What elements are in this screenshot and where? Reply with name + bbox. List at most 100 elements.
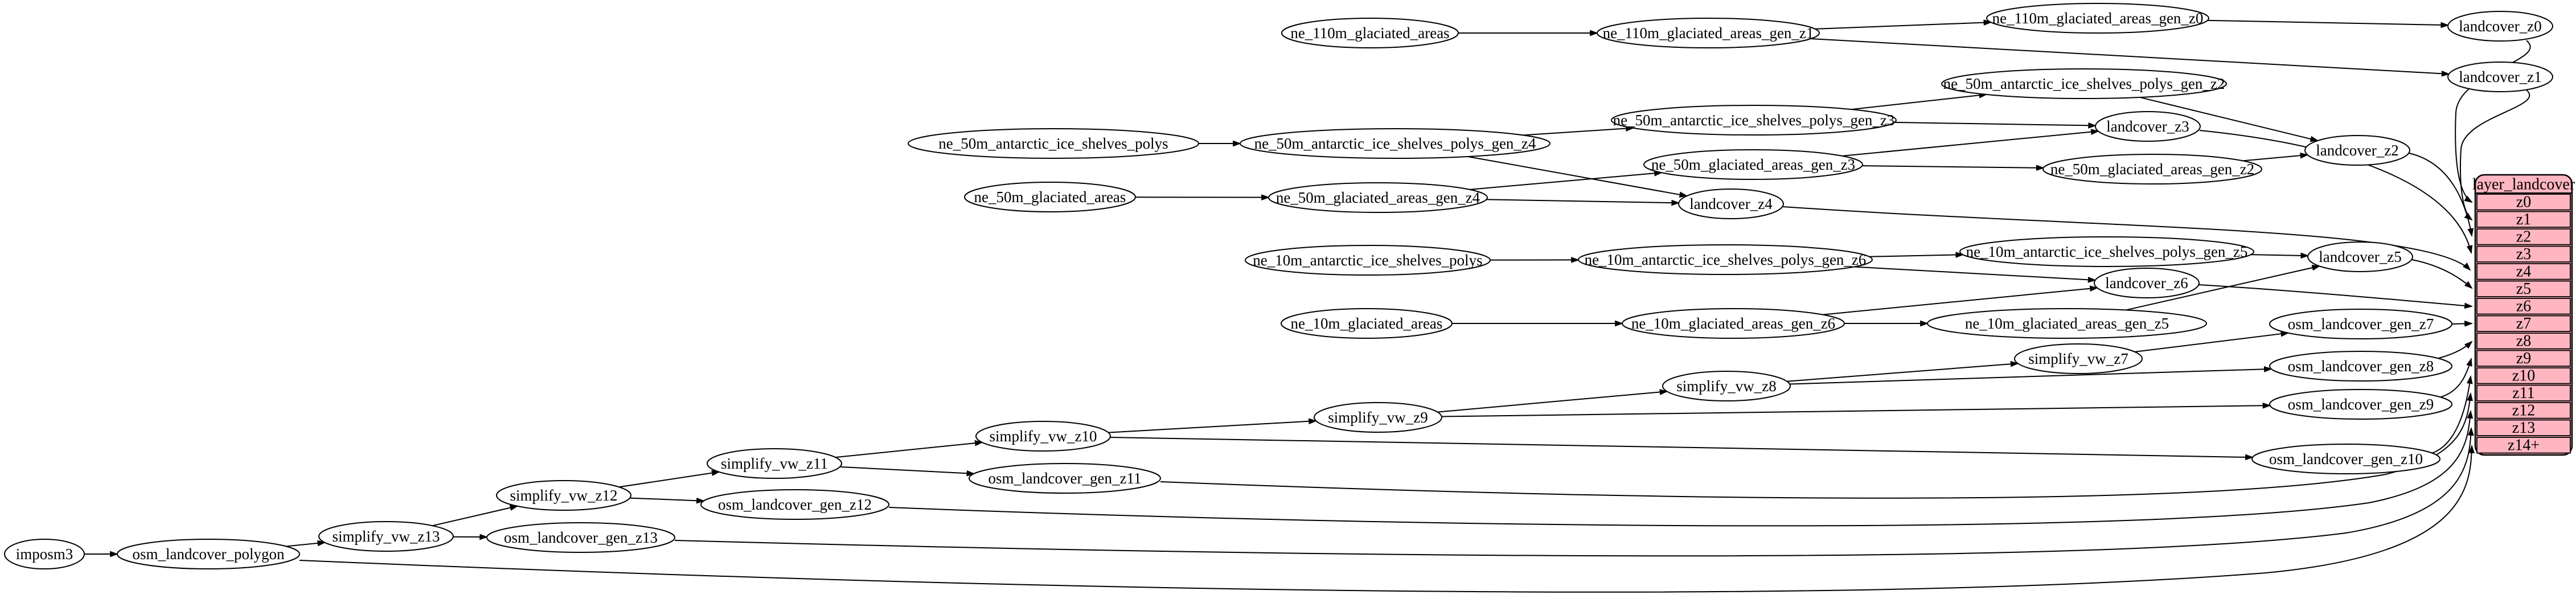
table-cell-z9: z9 [2476,350,2571,367]
node-label: osm_landcover_gen_z9 [2288,396,2434,413]
node-label: simplify_vw_z11 [721,455,828,472]
node-label: simplify_vw_z7 [2028,350,2128,367]
node-label: ne_10m_antarctic_ice_shelves_polys_gen_z… [1585,251,1867,268]
node-ne_50m_glaciated_areas: ne_50m_glaciated_areas [964,182,1136,212]
edge-ne_110m_glaciated_areas_gen_z1-to-landcover_z1 [1811,38,2450,77]
edge-simplify_vw_z10-to-simplify_vw_z9 [1108,418,1318,433]
node-ellipse [1678,188,1784,219]
edge-landcover_z2-to-row-z2 [2409,153,2474,237]
node-label: ne_110m_glaciated_areas_gen_z1 [1603,24,1814,42]
node-ne_50m_antarctic_ice_shelves_polys_gen_z3: ne_50m_antarctic_ice_shelves_polys_gen_z… [1611,105,1897,136]
node-simplify_vw_z11: simplify_vw_z11 [707,448,842,479]
table-cell-label: z12 [2512,401,2535,419]
edge-simplify_vw_z9-to-osm_landcover_gen_z9 [1441,402,2271,417]
node-ne_110m_glaciated_areas: ne_110m_glaciated_areas [1281,18,1459,48]
edge-osm_landcover_gen_z9-to-row-z9 [2440,357,2472,397]
edge-osm_landcover_gen_z13-to-row-z13 [674,427,2474,557]
table-cell-label: z11 [2512,384,2534,402]
node-label: ne_10m_glaciated_areas_gen_z5 [1965,315,2169,332]
node-ellipse [2447,11,2553,42]
node-ellipse [1622,308,1845,339]
table-cell-box [2476,263,2571,280]
table-title: layer_landcover [2472,176,2575,194]
node-ne_110m_glaciated_areas_gen_z1: ne_110m_glaciated_areas_gen_z1 [1597,18,1820,48]
node-ellipse [1578,244,1873,275]
node-ellipse [707,448,842,479]
node-ne_50m_glaciated_areas_gen_z3: ne_50m_glaciated_areas_gen_z3 [1643,149,1863,180]
edge-osm_landcover_gen_z7-to-row-z7 [2451,321,2474,327]
node-label: ne_50m_glaciated_areas_gen_z2 [2050,161,2254,178]
edge-landcover_z3-to-row-z3 [2199,130,2473,255]
node-ne_110m_glaciated_areas_gen_z0: ne_110m_glaciated_areas_gen_z0 [1986,3,2209,34]
edge-osm_landcover_polygon-to-row-z14+ [299,444,2475,593]
node-ellipse [908,128,1199,159]
node-osm_landcover_gen_z12: osm_landcover_gen_z12 [700,489,889,520]
table-cell-z4: z4 [2476,263,2571,280]
edge-simplify_vw_z13-to-simplify_vw_z12 [432,505,519,527]
node-ellipse [1281,308,1453,339]
node-ne_50m_glaciated_areas_gen_z4: ne_50m_glaciated_areas_gen_z4 [1268,182,1488,213]
edges-layer [84,19,2531,593]
edge-ne_50m_glaciated_areas_gen_z4-to-ne_50m_glaciated_areas_gen_z3 [1469,170,1663,190]
table-cell-box [2476,315,2571,333]
table-cell-label: z10 [2512,367,2535,384]
node-landcover_z6: landcover_z6 [2094,268,2200,298]
edge-simplify_vw_z11-to-simplify_vw_z10 [835,440,983,458]
table-cell-box [2476,245,2571,263]
node-ellipse [1643,149,1863,180]
table-cell-box [2476,419,2571,437]
edge-osm_landcover_gen_z11-to-row-z11 [1160,392,2473,499]
node-ellipse [2042,154,2262,184]
edge-ne_50m_antarctic_ice_shelves_polys_gen_z4-to-ne_50m_antarctic_ice_shelves_polys_gen_z3 [1523,125,1635,136]
node-ne_10m_antarctic_ice_shelves_polys_gen_z6: ne_10m_antarctic_ice_shelves_polys_gen_z… [1578,244,1873,275]
table-cell-box [2476,298,2571,315]
table-cell-box [2476,194,2571,211]
node-ellipse [964,182,1136,212]
node-landcover_z3: landcover_z3 [2095,111,2201,142]
node-ellipse [1245,245,1491,276]
node-ellipse [2447,61,2553,92]
node-simplify_vw_z10: simplify_vw_z10 [975,421,1111,452]
node-ne_50m_antarctic_ice_shelves_polys: ne_50m_antarctic_ice_shelves_polys [908,128,1199,159]
table-cell-z14+: z14+ [2476,436,2571,454]
edge-osm_landcover_polygon-to-simplify_vw_z13 [286,540,326,547]
node-label: osm_landcover_gen_z8 [2288,358,2434,375]
table-cell-label: z3 [2516,245,2531,263]
table-cell-z13: z13 [2476,419,2571,437]
table-cell-z8: z8 [2476,332,2571,350]
edge-simplify_vw_z8-to-osm_landcover_gen_z8 [1789,366,2273,385]
edge-landcover_z1-to-row-z1 [2459,89,2530,221]
node-ellipse [1959,236,2254,267]
table-cell-box [2476,211,2571,228]
edge-ne_10m_antarctic_ice_shelves_polys_gen_z6-to-ne_10m_antarctic_ice_shelves_polys_gen_z5 [1869,252,1964,258]
node-label: landcover_z4 [1689,195,1773,212]
edge-landcover_z6-to-row-z6 [2198,284,2474,309]
node-label: osm_landcover_polygon [133,546,285,563]
node-ellipse [700,489,889,520]
node-osm_landcover_gen_z13: osm_landcover_gen_z13 [486,522,675,553]
table-cell-label: z4 [2516,263,2531,280]
node-label: osm_landcover_gen_z10 [2269,450,2423,468]
node-ellipse [975,421,1111,452]
node-label: landcover_z3 [2106,118,2189,135]
edge-ne_10m_antarctic_ice_shelves_polys_gen_z5-to-landcover_z5 [2250,252,2310,259]
table-cell-label: z7 [2516,315,2531,333]
node-osm_landcover_polygon: osm_landcover_polygon [117,539,300,569]
node-label: ne_10m_glaciated_areas [1291,315,1443,332]
edge-ne_10m_glaciated_areas_gen_z5-to-landcover_z5 [2126,264,2321,311]
node-ellipse [486,522,675,553]
node-label: ne_50m_antarctic_ice_shelves_polys_gen_z… [1613,112,1895,129]
layer-landcover-table: layer_landcoverz0z1z2z3z4z5z6z7z8z9z10z1… [2472,174,2575,456]
node-label: osm_landcover_gen_z13 [504,529,658,546]
node-label: landcover_z6 [2105,274,2188,292]
node-simplify_vw_z8: simplify_vw_z8 [1662,371,1791,401]
node-ne_10m_glaciated_areas_gen_z6: ne_10m_glaciated_areas_gen_z6 [1622,308,1845,339]
table-cell-box [2476,333,2571,350]
table-cell-z1: z1 [2476,211,2571,228]
node-label: ne_50m_antarctic_ice_shelves_polys_gen_z… [1943,75,2225,92]
node-ellipse [496,480,631,511]
node-ellipse [1941,68,2227,99]
node-label: simplify_vw_z9 [1328,409,1428,426]
